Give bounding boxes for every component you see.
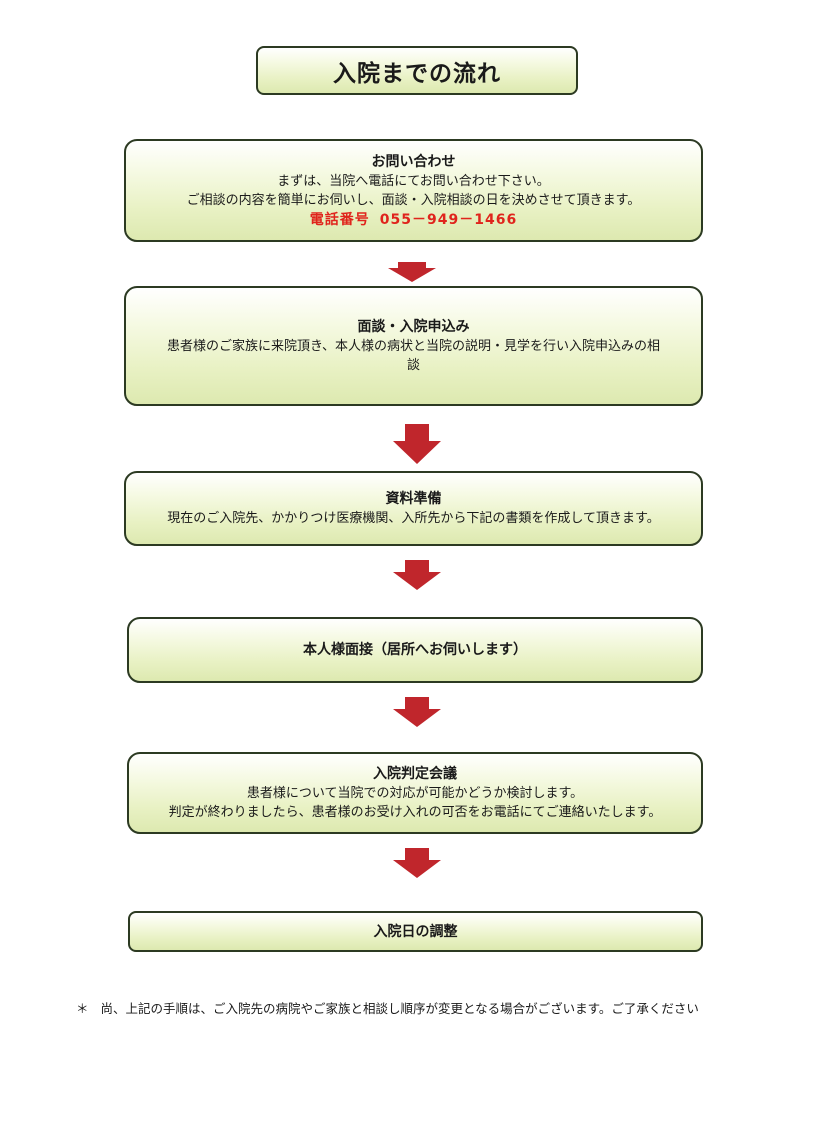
step-description: 患者様について当院での対応が可能かどうか検討します。 xyxy=(246,786,584,801)
step-document-prep-box: 資料準備 現在のご入院先、かかりつけ医療機関、入所先から下記の書類を作成して頂き… xyxy=(124,471,703,546)
footnote: ＊ 尚、上記の手順は、ご入院先の病院やご家族と相談し順序が変更となる場合がございま… xyxy=(76,998,699,1017)
step-title: 面談・入院申込み xyxy=(357,319,470,335)
down-arrow-icon xyxy=(393,560,441,590)
footnote-text: 尚、上記の手順は、ご入院先の病院やご家族と相談し順序が変更となる場合がございます… xyxy=(100,1001,699,1016)
step-title: 本人様面接（居所へお伺いします） xyxy=(303,642,527,658)
step-description: 現在のご入院先、かかりつけ医療機関、入所先から下記の書類を作成して頂きます。 xyxy=(167,511,660,526)
down-arrow-icon xyxy=(393,697,441,727)
step-patient-interview-box: 本人様面接（居所へお伺いします） xyxy=(127,617,703,683)
down-arrow-icon xyxy=(393,424,441,464)
phone-number[interactable]: 055－949－1466 xyxy=(379,211,518,228)
step-admission-review-box: 入院判定会議 患者様について当院での対応が可能かどうか検討します。 判定が終わり… xyxy=(127,752,703,834)
phone-line: 電話番号 055－949－1466 xyxy=(310,210,517,230)
page-title: 入院までの流れ xyxy=(333,60,501,87)
step-description: 談 xyxy=(406,358,420,373)
step-title: 入院日の調整 xyxy=(373,923,458,940)
phone-label: 電話番号 xyxy=(309,211,370,228)
step-inquiry-box: お問い合わせ まずは、当院へ電話にてお問い合わせ下さい。 ご相談の内容を簡単にお… xyxy=(124,139,703,242)
step-title: 入院判定会議 xyxy=(373,766,457,782)
step-admission-date-box: 入院日の調整 xyxy=(128,911,703,952)
step-title: お問い合わせ xyxy=(371,153,456,170)
step-description: まずは、当院へ電話にてお問い合わせ下さい。 xyxy=(277,173,550,189)
down-arrow-icon xyxy=(388,262,436,282)
down-arrow-icon xyxy=(393,848,441,878)
footnote-marker: ＊ xyxy=(76,1001,89,1016)
page-title-box: 入院までの流れ xyxy=(256,46,578,95)
step-title: 資料準備 xyxy=(385,491,442,507)
step-description: ご相談の内容を簡単にお伺いし、面談・入院相談の日を決めさせて頂きます。 xyxy=(186,192,641,208)
step-description: 患者様のご家族に来院頂き、本人様の病状と当院の説明・見学を行い入院申込みの相 xyxy=(166,339,661,354)
step-description: 判定が終わりましたら、患者様のお受け入れの可否をお電話にてご連絡いたします。 xyxy=(168,805,662,820)
step-interview-application-box: 面談・入院申込み 患者様のご家族に来院頂き、本人様の病状と当院の説明・見学を行い… xyxy=(124,286,703,406)
